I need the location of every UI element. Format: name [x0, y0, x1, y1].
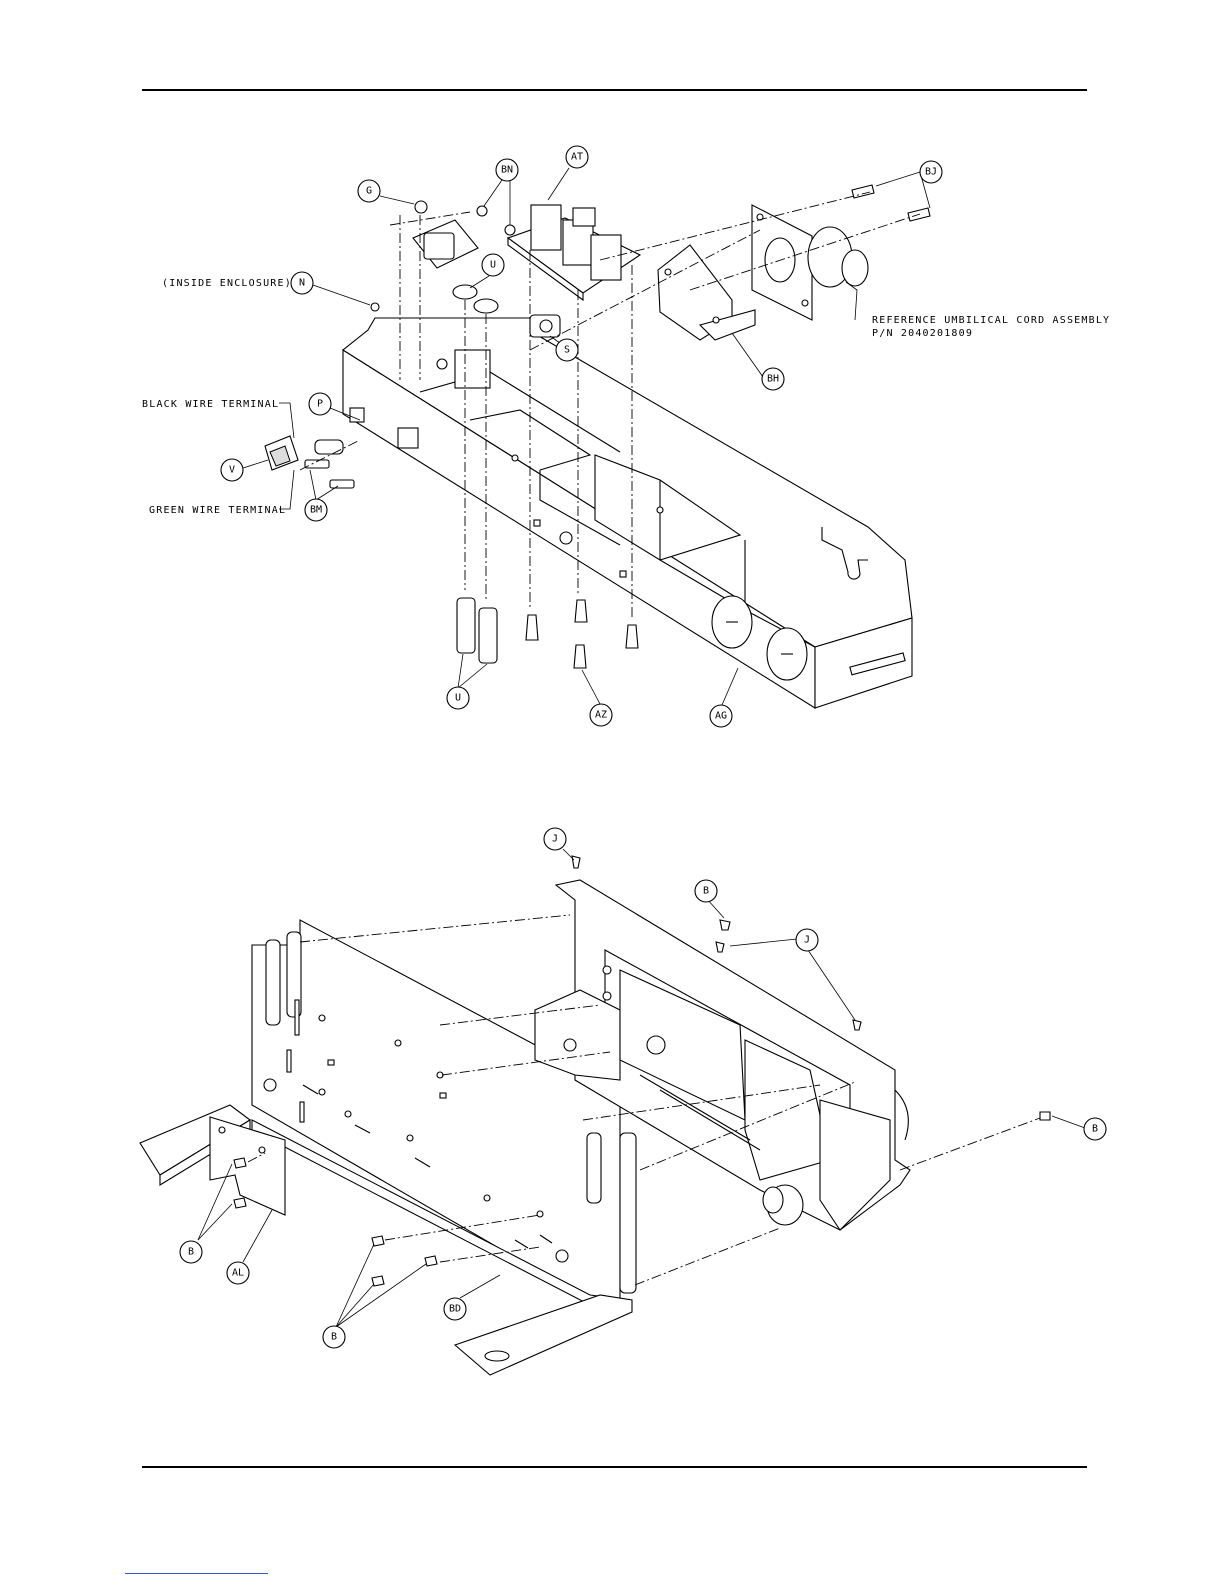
balloon-n: N: [291, 272, 313, 294]
grommet-u-2: [474, 299, 498, 313]
note-reference-umbilical: REFERENCE UMBILICAL CORD ASSEMBLY: [872, 315, 1110, 326]
bracket-bh: [658, 245, 755, 340]
svg-text:G: G: [366, 186, 372, 197]
svg-text:B: B: [188, 1247, 194, 1258]
relay-board-at: [508, 205, 640, 300]
lamp-sockets-u: [457, 598, 497, 663]
svg-text:J: J: [804, 935, 810, 946]
balloon-u-top: U: [482, 254, 504, 276]
svg-text:P: P: [317, 399, 323, 410]
grommet-u-1: [453, 285, 477, 299]
balloon-b-far-right: B: [1084, 1118, 1106, 1140]
svg-text:S: S: [564, 345, 570, 356]
nut-g: [415, 201, 427, 213]
svg-text:U: U: [490, 260, 496, 271]
power-inlet-connector: [413, 220, 478, 268]
balloon-v: V: [221, 459, 243, 481]
note-inside-enclosure: (INSIDE ENCLOSURE): [162, 278, 292, 289]
svg-text:U: U: [455, 693, 461, 704]
screws-bj: [852, 185, 930, 221]
svg-text:B: B: [331, 1332, 337, 1343]
svg-text:BN: BN: [501, 165, 513, 176]
note-black-wire-terminal: BLACK WIRE TERMINAL: [142, 399, 279, 410]
svg-text:BD: BD: [449, 1304, 461, 1315]
rocker-switch-v: [265, 436, 298, 470]
balloon-j-top: J: [544, 828, 566, 850]
svg-text:B: B: [703, 886, 709, 897]
balloon-u-bottom: U: [447, 687, 469, 709]
balloon-j-right: J: [796, 929, 818, 951]
note-green-wire-terminal: GREEN WIRE TERMINAL: [149, 505, 286, 516]
svg-text:AL: AL: [232, 1268, 244, 1279]
balloon-s: S: [556, 339, 578, 361]
svg-text:BJ: BJ: [925, 167, 937, 178]
balloon-bh: BH: [762, 368, 784, 390]
nut-bn-2: [505, 225, 515, 235]
enclosure-ag: [343, 318, 912, 708]
svg-text:V: V: [229, 465, 235, 476]
svg-text:BH: BH: [767, 374, 779, 385]
balloon-b-upper: B: [695, 880, 717, 902]
connector-s: [530, 315, 560, 337]
svg-text:J: J: [552, 834, 558, 845]
balloon-at: AT: [566, 146, 588, 168]
balloon-ag: AG: [710, 705, 732, 727]
balloon-bm: BM: [305, 499, 327, 521]
balloon-al: AL: [227, 1262, 249, 1284]
balloon-bn: BN: [496, 159, 518, 181]
svg-text:AG: AG: [715, 711, 727, 722]
balloon-g: G: [358, 180, 380, 202]
nut-bn-1: [477, 206, 487, 216]
svg-text:B: B: [1092, 1124, 1098, 1135]
balloon-bd: BD: [444, 1298, 466, 1320]
balloon-bj: BJ: [920, 161, 942, 183]
note-part-number: P/N 2040201809: [872, 328, 973, 339]
washer-n: [371, 303, 379, 311]
balloon-b-bottom: B: [323, 1326, 345, 1348]
svg-text:AT: AT: [571, 152, 583, 163]
standoffs-az: [526, 600, 638, 668]
svg-text:AZ: AZ: [595, 710, 607, 721]
balloon-az: AZ: [590, 704, 612, 726]
balloon-b-left: B: [180, 1241, 202, 1263]
svg-text:BM: BM: [310, 505, 322, 516]
umbilical-cord-plate: [752, 205, 868, 320]
svg-text:N: N: [299, 278, 305, 289]
balloon-p: P: [309, 393, 331, 415]
